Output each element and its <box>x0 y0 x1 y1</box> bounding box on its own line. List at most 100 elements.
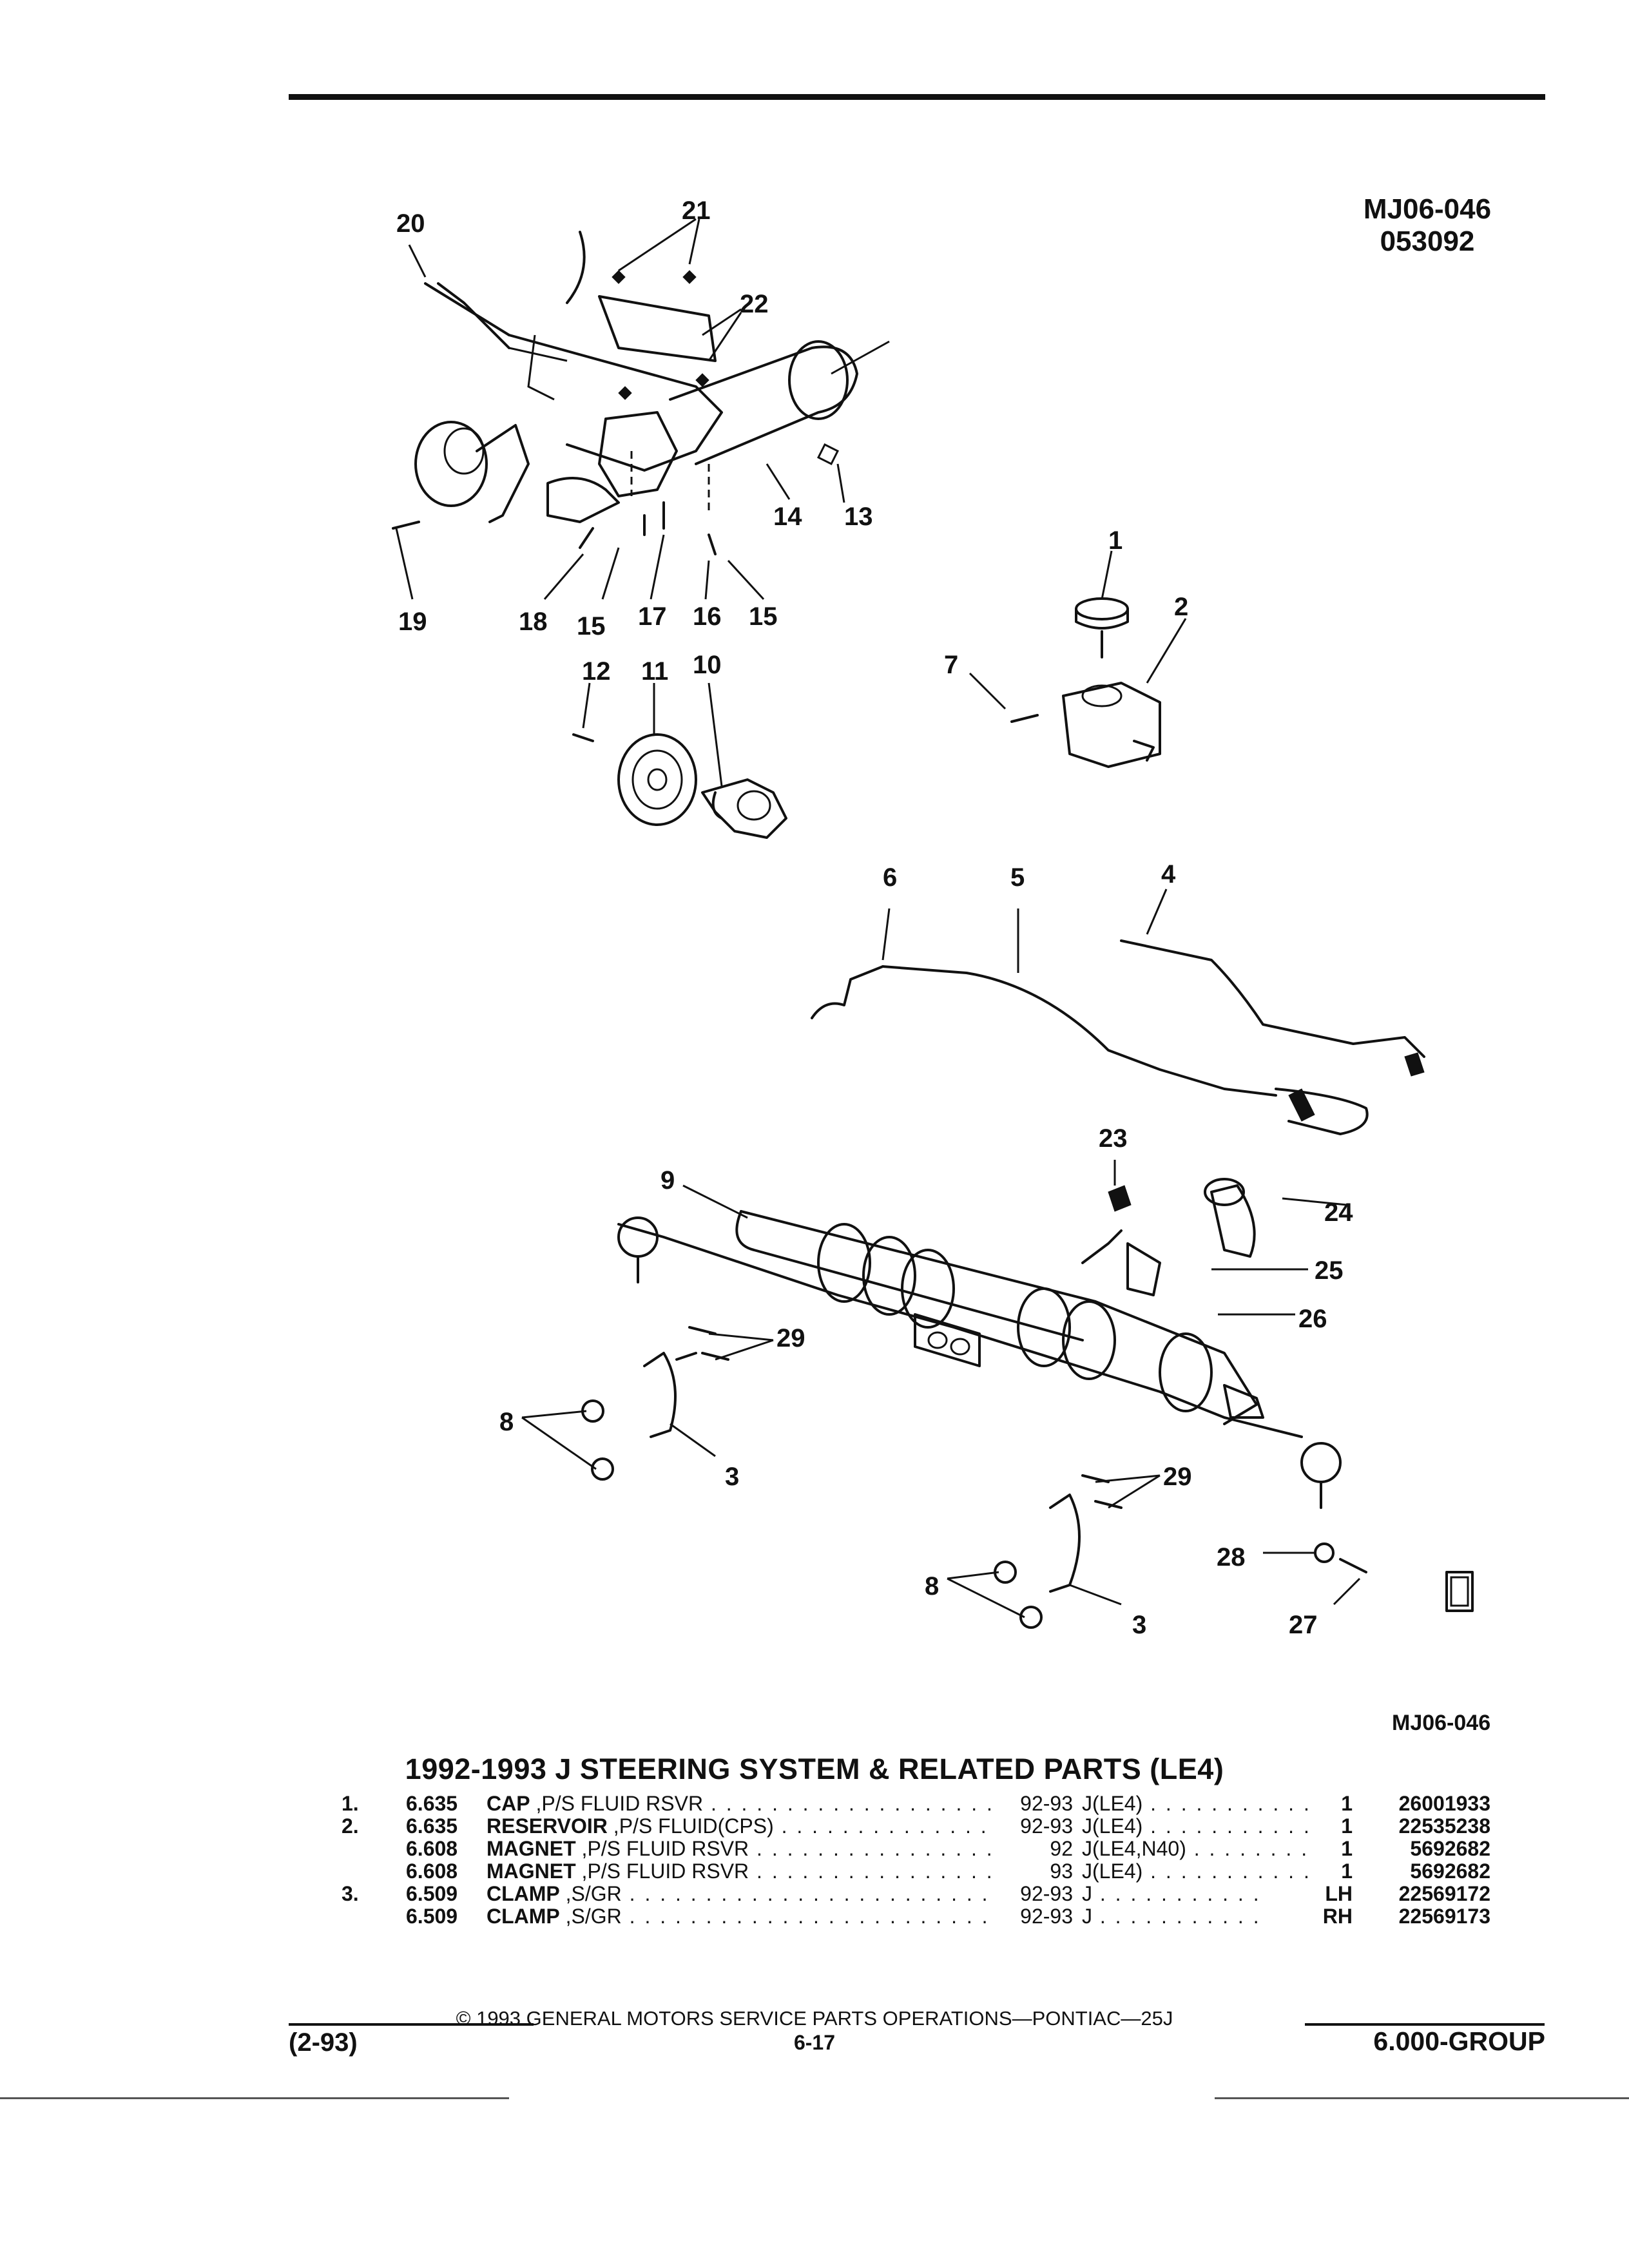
application-code: J <box>1082 1905 1092 1928</box>
steering-gear-illustration <box>617 1178 1342 1509</box>
quantity: 1 <box>1341 1792 1353 1815</box>
application: J(LE4) . . . . . . . . . . . <box>1082 1792 1307 1815</box>
parts-row: 6.608 MAGNET ,P/S FLUID RSVR . . . . . . … <box>342 1838 1490 1860</box>
quantity: 1 <box>1341 1814 1353 1838</box>
pump-pulley-illustration <box>572 733 787 839</box>
callout-10: 10 <box>693 651 722 679</box>
parts-table-title: 1992-1993 J STEERING SYSTEM & RELATED PA… <box>405 1753 1224 1785</box>
part-ref-number <box>342 1860 406 1883</box>
part-ref-number <box>342 1905 406 1928</box>
callout-12: 12 <box>582 657 611 686</box>
figure-date-code: 053092 <box>1380 226 1475 257</box>
callout-5: 5 <box>1010 863 1025 892</box>
callout-19: 19 <box>398 608 427 636</box>
part-group-number: 6.509 <box>406 1905 458 1928</box>
part-name: CLAMP <box>487 1883 560 1905</box>
callout-3b: 3 <box>1132 1611 1146 1639</box>
part-number: 22569173 <box>1398 1905 1490 1928</box>
callout-15b: 15 <box>749 602 778 631</box>
footer-rule-left <box>289 2023 534 2026</box>
callout-25: 25 <box>1315 1256 1344 1285</box>
steering-column-illustration <box>392 231 890 555</box>
part-description: CLAMP ,S/GR . . . . . . . . . . . . . . … <box>487 1905 996 1928</box>
callout-8b: 8 <box>925 1572 939 1600</box>
callout-13: 13 <box>844 503 873 531</box>
part-description: RESERVOIR ,P/S FLUID(CPS) . . . . . . . … <box>487 1815 996 1838</box>
callout-7: 7 <box>944 651 958 679</box>
part-detail: ,P/S FLUID(CPS) <box>613 1815 774 1838</box>
part-name: CAP <box>487 1792 530 1815</box>
scan-edge-line <box>1215 2097 1629 2099</box>
leader-dots: . . . . . . . . . . . <box>1142 1860 1307 1883</box>
model-years: 92 <box>1050 1837 1073 1860</box>
callout-4: 4 <box>1161 860 1176 889</box>
part-detail: ,P/S FLUID RSVR <box>581 1860 749 1883</box>
part-name: RESERVOIR <box>487 1815 608 1838</box>
callout-21: 21 <box>682 197 711 225</box>
header-rule <box>289 94 1545 100</box>
part-group-number: 6.608 <box>406 1837 458 1860</box>
part-detail: ,P/S FLUID RSVR <box>535 1792 704 1815</box>
part-name: MAGNET <box>487 1838 576 1860</box>
part-number: 5692682 <box>1410 1860 1490 1883</box>
gm-spo-logo <box>1445 1571 1474 1612</box>
part-ref-number: 3. <box>342 1882 359 1905</box>
parts-table: 1. 6.635 CAP ,P/S FLUID RSVR . . . . . . .… <box>342 1792 1490 1928</box>
model-years: 92-93 <box>1020 1905 1073 1928</box>
part-group-number: 6.635 <box>406 1814 458 1838</box>
callout-9: 9 <box>660 1166 675 1195</box>
callout-29b: 29 <box>1163 1463 1192 1491</box>
figure-code-block: MJ06-046 053092 <box>1334 193 1521 258</box>
leader-lines <box>395 218 1361 1619</box>
exploded-parts-diagram: 1 2 3 3 4 5 6 7 8 8 9 10 11 12 13 14 15 … <box>392 197 1474 1639</box>
figure-reference: MJ06-046 <box>1392 1711 1491 1735</box>
callout-11: 11 <box>641 657 668 686</box>
model-years: 92-93 <box>1020 1792 1073 1815</box>
callout-24: 24 <box>1324 1198 1353 1227</box>
footer-rule-right <box>1305 2023 1545 2026</box>
part-number: 22569172 <box>1398 1882 1490 1905</box>
part-name: MAGNET <box>487 1860 576 1883</box>
callout-8a: 8 <box>499 1408 514 1436</box>
clamps-illustration <box>581 1326 1367 1629</box>
leader-dots: . . . . . . . . . . . . . . . . . . . . … <box>621 1905 996 1928</box>
parts-row: 6.608 MAGNET ,P/S FLUID RSVR . . . . . . … <box>342 1860 1490 1883</box>
part-ref-number <box>342 1838 406 1860</box>
application: J(LE4) . . . . . . . . . . . <box>1082 1815 1307 1838</box>
part-ref-number: 1. <box>342 1792 359 1815</box>
part-number: 22535238 <box>1398 1814 1490 1838</box>
part-ref-number: 2. <box>342 1814 359 1838</box>
scan-edge-line <box>0 2097 509 2099</box>
callout-3a: 3 <box>725 1463 739 1491</box>
application: J(LE4,N40) . . . . . . . . . . . <box>1082 1838 1307 1860</box>
application: J(LE4) . . . . . . . . . . . <box>1082 1860 1307 1883</box>
part-name: CLAMP <box>487 1905 560 1928</box>
callout-29a: 29 <box>776 1324 805 1352</box>
leader-dots: . . . . . . . . . . . . . . . . . . . . … <box>781 1815 996 1838</box>
quantity: RH <box>1322 1905 1353 1928</box>
part-group-number: 6.608 <box>406 1860 458 1883</box>
callout-15a: 15 <box>577 612 606 640</box>
callout-16: 16 <box>693 602 722 631</box>
part-description: MAGNET ,P/S FLUID RSVR . . . . . . . . .… <box>487 1860 996 1883</box>
callout-20: 20 <box>396 209 425 238</box>
application-code: J(LE4) <box>1082 1860 1143 1883</box>
part-detail: ,P/S FLUID RSVR <box>581 1838 749 1860</box>
callout-22: 22 <box>740 290 769 318</box>
part-number: 26001933 <box>1398 1792 1490 1815</box>
copyright-notice: © 1993 GENERAL MOTORS SERVICE PARTS OPER… <box>456 2007 1173 2030</box>
leader-dots: . . . . . . . . . . . <box>1193 1838 1307 1860</box>
quantity: LH <box>1325 1882 1353 1905</box>
quantity: 1 <box>1341 1860 1353 1883</box>
part-group-number: 6.509 <box>406 1882 458 1905</box>
callout-27: 27 <box>1289 1611 1318 1639</box>
reservoir-illustration <box>1010 597 1161 768</box>
application: J . . . . . . . . . . . <box>1082 1883 1307 1905</box>
part-description: CAP ,P/S FLUID RSVR . . . . . . . . . . … <box>487 1792 996 1815</box>
leader-dots: . . . . . . . . . . . <box>1092 1883 1261 1905</box>
parts-row: 2. 6.635 RESERVOIR ,P/S FLUID(CPS) . . . .… <box>342 1815 1490 1838</box>
callout-17: 17 <box>638 602 667 631</box>
callout-18: 18 <box>519 608 548 636</box>
